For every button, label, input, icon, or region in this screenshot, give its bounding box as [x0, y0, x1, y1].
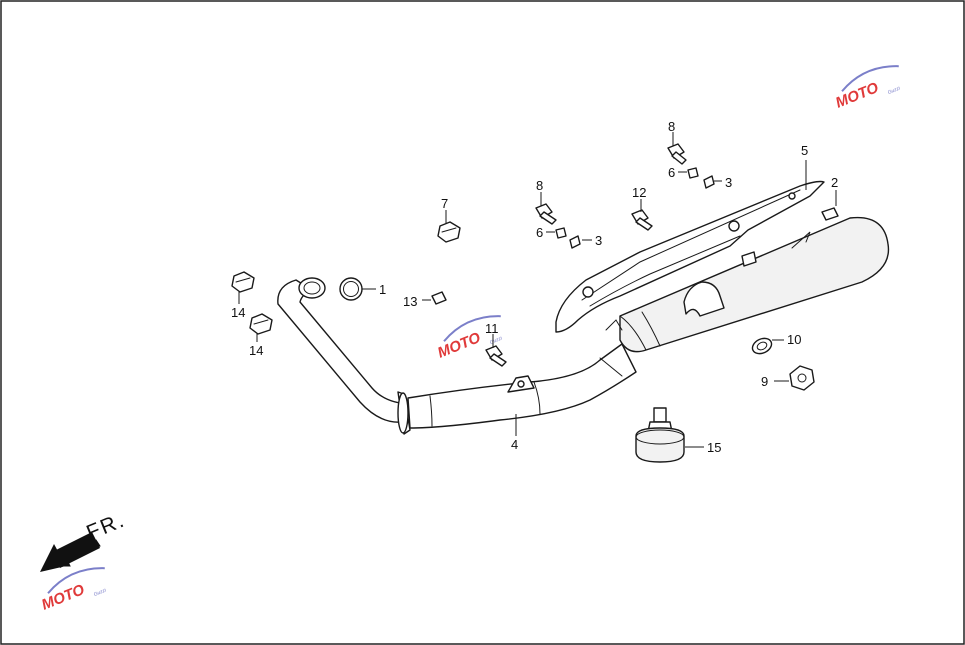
watermark-subtext: Guzzi — [489, 335, 504, 346]
front-direction-label: FR. — [83, 508, 129, 544]
callout-13: 13 — [403, 294, 417, 309]
callout-1: 1 — [379, 282, 386, 297]
part-1-gasket: 1 — [339, 277, 386, 301]
part-8-bolt-upper: 8 — [667, 119, 687, 165]
part-11-bolt: 11 — [485, 321, 507, 367]
part-14-nut-lower: 14 — [249, 313, 273, 358]
callout-9: 9 — [761, 374, 768, 389]
callout-14-lower: 14 — [249, 343, 263, 358]
part-13-collar: 13 — [403, 291, 447, 309]
part-3-grommet-middle: 3 — [569, 233, 602, 249]
part-8-bolt-middle: 8 — [535, 178, 557, 225]
watermark-swoosh — [47, 567, 105, 594]
watermark-swoosh — [443, 315, 501, 342]
callout-8-middle: 8 — [536, 178, 543, 193]
watermark-text: MOTO — [39, 581, 87, 614]
front-direction-arrow: FR. — [40, 508, 129, 572]
muffler — [605, 216, 890, 353]
callout-14-upper: 14 — [231, 305, 245, 320]
watermark-subtext: Guzzi — [887, 85, 902, 96]
watermark-subtext: Guzzi — [93, 587, 108, 598]
arrow-shaft — [52, 532, 100, 568]
callout-10: 10 — [787, 332, 801, 347]
callout-15: 15 — [707, 440, 721, 455]
part-6-washer-middle: 6 — [536, 225, 567, 240]
watermark-text: MOTO — [833, 79, 881, 112]
part-4-exhaust-pipe: 4 — [277, 277, 637, 452]
part-14-nut-upper: 14 — [231, 271, 255, 320]
watermark-top-right: MOTO Guzzi — [833, 65, 902, 112]
watermark-text: MOTO — [435, 329, 483, 362]
part-5-heat-shield: 5 — [555, 143, 825, 333]
callout-8-upper: 8 — [668, 119, 675, 134]
callout-11: 11 — [485, 321, 499, 336]
part-7-flange-nut: 7 — [437, 196, 461, 243]
part-15-rubber-mount: 15 — [635, 407, 721, 463]
part-2-clip: 2 — [821, 175, 839, 221]
callout-6-middle: 6 — [536, 225, 543, 240]
part-3-grommet-upper: 3 — [703, 175, 732, 190]
callout-3-upper: 3 — [725, 175, 732, 190]
watermark-bottom-left: MOTO Guzzi — [39, 567, 108, 614]
part-12-bolt: 12 — [631, 185, 653, 231]
callout-2: 2 — [831, 175, 838, 190]
callout-4: 4 — [511, 437, 518, 452]
part-10-washer: 10 — [751, 332, 801, 355]
part-6-washer-upper: 6 — [668, 165, 699, 180]
callout-5: 5 — [801, 143, 808, 158]
arrow-head — [40, 544, 66, 572]
callout-12: 12 — [632, 185, 646, 200]
part-9-hex-nut: 9 — [761, 365, 815, 391]
watermark-swoosh — [841, 65, 899, 92]
callout-3-middle: 3 — [595, 233, 602, 248]
callout-7: 7 — [441, 196, 448, 211]
callout-6-upper: 6 — [668, 165, 675, 180]
